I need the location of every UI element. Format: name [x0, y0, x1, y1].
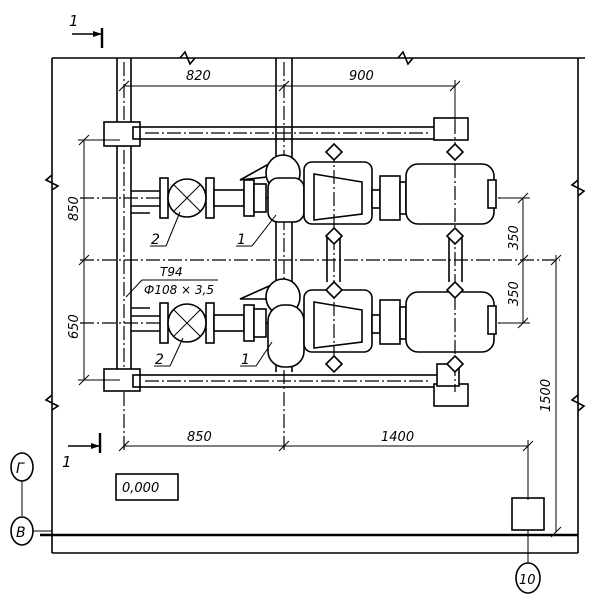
pipe-label-bottom: Ф108 × 3,5: [144, 283, 214, 297]
axis-column: 10: [519, 573, 536, 588]
dim-right-upper: 350: [507, 225, 522, 250]
drain-box: [511, 497, 545, 560]
section-mark-top: 1: [69, 12, 79, 30]
section-cut-top: 1: [69, 12, 104, 48]
pipe-annotation: Т94 Ф108 × 3,5: [125, 265, 218, 298]
callout-valve-upper: 2: [151, 232, 160, 248]
callout-pump-lower: 1: [241, 352, 250, 368]
dim-bottom-right: 1400: [381, 430, 414, 445]
building-outline: [40, 50, 586, 554]
section-cut-bottom: 1: [62, 433, 102, 471]
section-mark-bottom: 1: [62, 453, 72, 471]
dim-left-upper: 850: [67, 196, 82, 221]
elevation-value: 0,000: [122, 481, 159, 496]
dimension-lines: [78, 80, 562, 538]
vertical-pipes: [116, 58, 293, 450]
callouts: 2 1 2 1: [150, 211, 277, 368]
dim-right-lower: 350: [507, 281, 522, 306]
rails: [103, 117, 469, 407]
pump-unit-lower: [80, 278, 500, 368]
dimension-texts: 820 900 850 650 350 350 1500 850 1400: [67, 69, 554, 445]
pump-unit-upper: [80, 154, 500, 225]
callout-valve-lower: 2: [155, 352, 164, 368]
dim-top-left: 820: [186, 69, 211, 84]
axis-row-upper: Г: [16, 461, 25, 477]
callout-pump-upper: 1: [237, 232, 246, 248]
axis-bubbles: Г В 10: [10, 452, 541, 594]
dim-left-lower: 650: [67, 314, 82, 339]
dim-bottom-left: 850: [187, 430, 212, 445]
pipe-label-top: Т94: [160, 265, 183, 279]
dim-right-tall: 1500: [539, 379, 554, 412]
axis-row-lower: В: [16, 525, 26, 541]
dim-top-right: 900: [349, 69, 374, 84]
elevation-marker: 0,000: [115, 473, 179, 501]
